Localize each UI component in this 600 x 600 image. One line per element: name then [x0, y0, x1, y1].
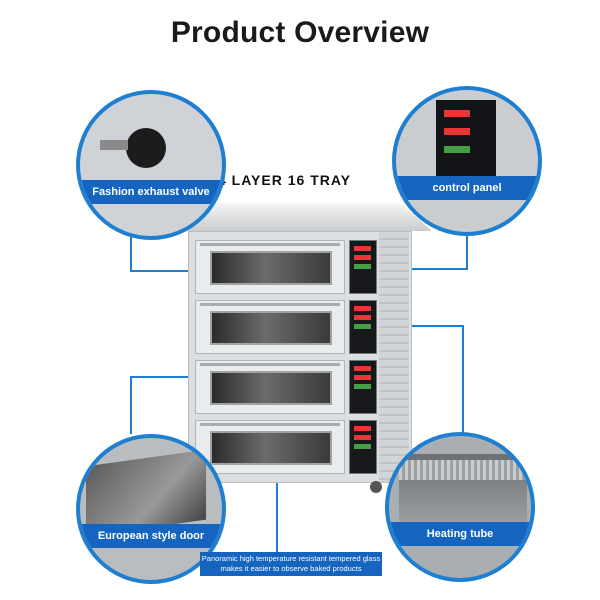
exhaust-valve-label: Fashion exhaust valve [92, 186, 210, 198]
page-title: Product Overview [170, 16, 430, 49]
product-subtitle: 4 LAYER 16 TRAY [218, 172, 352, 188]
caster-wheel [370, 481, 382, 493]
oven-body [188, 231, 412, 483]
glass-callout-label: Panoramic high temperature resistant tem… [200, 552, 382, 576]
callout-door: European style door [76, 434, 226, 584]
callout-control-panel: control panel [392, 86, 542, 236]
control-panel-image [436, 100, 496, 180]
oven-deck-4 [195, 420, 345, 474]
heating-tube-label: Heating tube [426, 528, 494, 540]
glass-label-line1: Panoramic high temperature resistant tem… [201, 554, 381, 563]
oven-deck-2 [195, 300, 345, 354]
oven-deck-1 [195, 240, 345, 294]
control-panel-label: control panel [432, 182, 502, 194]
callout-exhaust-valve: Fashion exhaust valve [76, 90, 226, 240]
heating-tube-image [399, 454, 527, 524]
exhaust-valve-image [100, 128, 166, 168]
deck-oven-illustration [166, 203, 432, 493]
deck-control-3 [349, 360, 377, 414]
deck-control-1 [349, 240, 377, 294]
deck-control-4 [349, 420, 377, 474]
oven-deck-3 [195, 360, 345, 414]
callout-heating-tube: Heating tube [385, 432, 535, 582]
oven-side-vents [379, 232, 409, 482]
deck-control-2 [349, 300, 377, 354]
glass-label-line2: makes it easier to observe baked product… [220, 564, 362, 573]
door-label: European style door [97, 530, 205, 542]
